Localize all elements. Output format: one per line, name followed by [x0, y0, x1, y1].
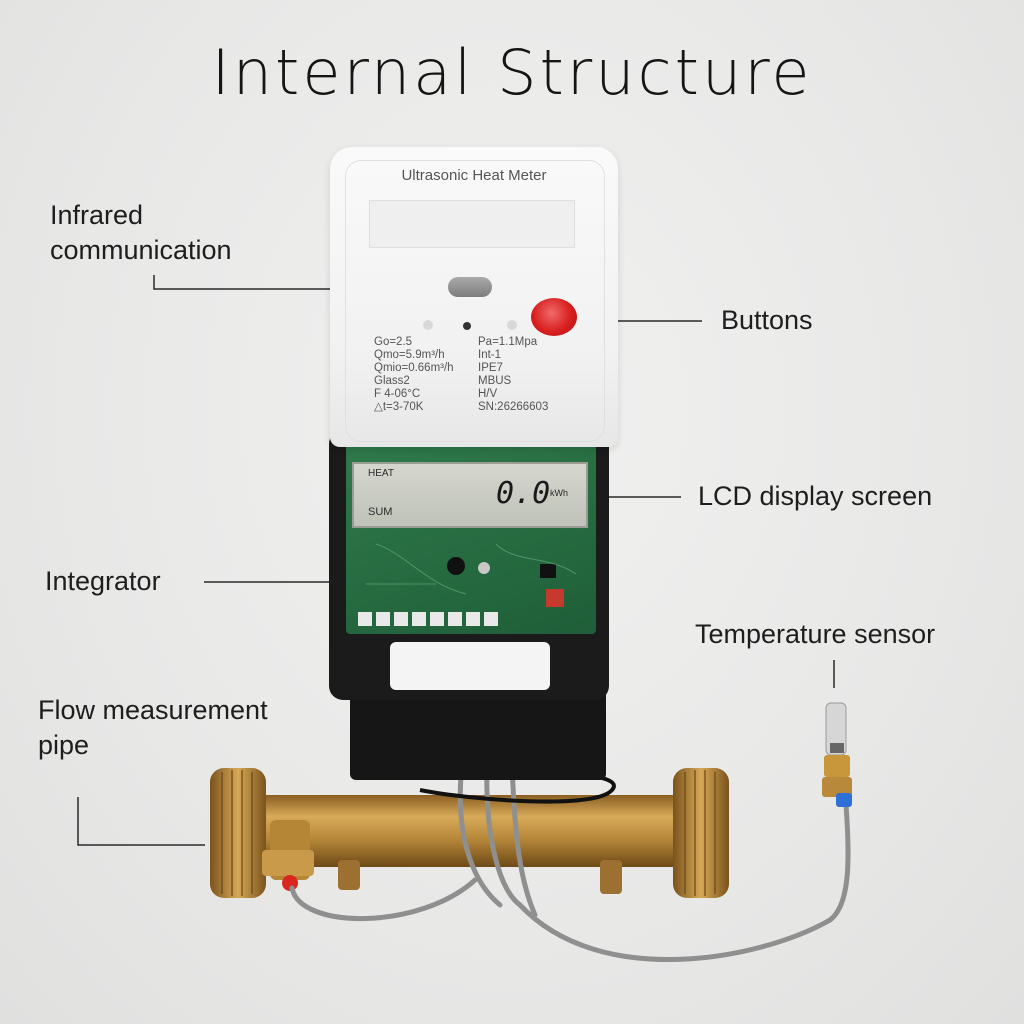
lcd-heat-label: HEAT [368, 468, 394, 479]
red-button[interactable] [531, 298, 577, 336]
spec-line: Pa=1.1Mpa [478, 336, 538, 348]
callout-buttons: Buttons [721, 305, 813, 335]
cover-display-window [369, 200, 575, 248]
sensor-dot [463, 322, 471, 330]
spec-line: Qmio=0.66m³/h [374, 362, 454, 374]
callout-infrared: Infrared communication [50, 198, 232, 268]
cotton-filler [390, 642, 550, 690]
callout-flow-line1: Flow measurement [38, 695, 268, 725]
spec-line: Go=2.5 [374, 336, 413, 348]
indicator-led [423, 320, 433, 330]
spec-line: Glass2 [374, 375, 410, 387]
callout-flow-line2: pipe [38, 730, 90, 760]
specs-right: Pa=1.1Mpa Int-1 IPE7 MBUS H/V SN:2626660… [478, 336, 548, 414]
spec-line: IPE7 [478, 362, 503, 374]
specs-left: Go=2.5 Qmo=5.9m³/h Qmio=0.66m³/h Glass2 … [374, 336, 454, 414]
diagram-title: Internal Structure [211, 36, 813, 109]
infrared-port [448, 277, 492, 297]
meter-lower-body [350, 690, 606, 780]
meter-cover [330, 147, 618, 447]
callout-integrator: Integrator [45, 566, 161, 596]
flow-leader-line [77, 797, 205, 846]
cover-label: Ultrasonic Heat Meter [401, 167, 547, 184]
indicator-led [507, 320, 517, 330]
lcd-unit: kWh [550, 488, 568, 498]
spec-line: SN:26266603 [478, 401, 549, 413]
pcb-components [358, 543, 577, 626]
callout-infrared-line2: communication [50, 235, 232, 265]
spec-line: MBUS [478, 375, 512, 387]
spec-line: △t=3-70K [374, 401, 424, 413]
callout-temperature: Temperature sensor [695, 619, 936, 649]
lcd-display-screen: HEAT SUM 0.0 kWh [352, 462, 588, 528]
spec-line: H/V [478, 388, 498, 400]
callout-infrared-line1: Infrared [50, 200, 144, 230]
flow-pipe-body [240, 795, 710, 867]
callout-lcd: LCD display screen [698, 481, 933, 511]
pipe-thread-right [673, 768, 729, 898]
spec-line: Qmo=5.9m³/h [374, 349, 445, 361]
lcd-sum-label: SUM [368, 506, 393, 518]
cover-inner-panel [345, 160, 605, 442]
spec-line: Int-1 [478, 349, 502, 361]
pipe-thread-left [210, 768, 266, 898]
callout-flow: Flow measurement pipe [38, 693, 268, 763]
spec-line: F 4-06°C [374, 388, 421, 400]
lcd-reading: 0.0 [496, 476, 551, 511]
